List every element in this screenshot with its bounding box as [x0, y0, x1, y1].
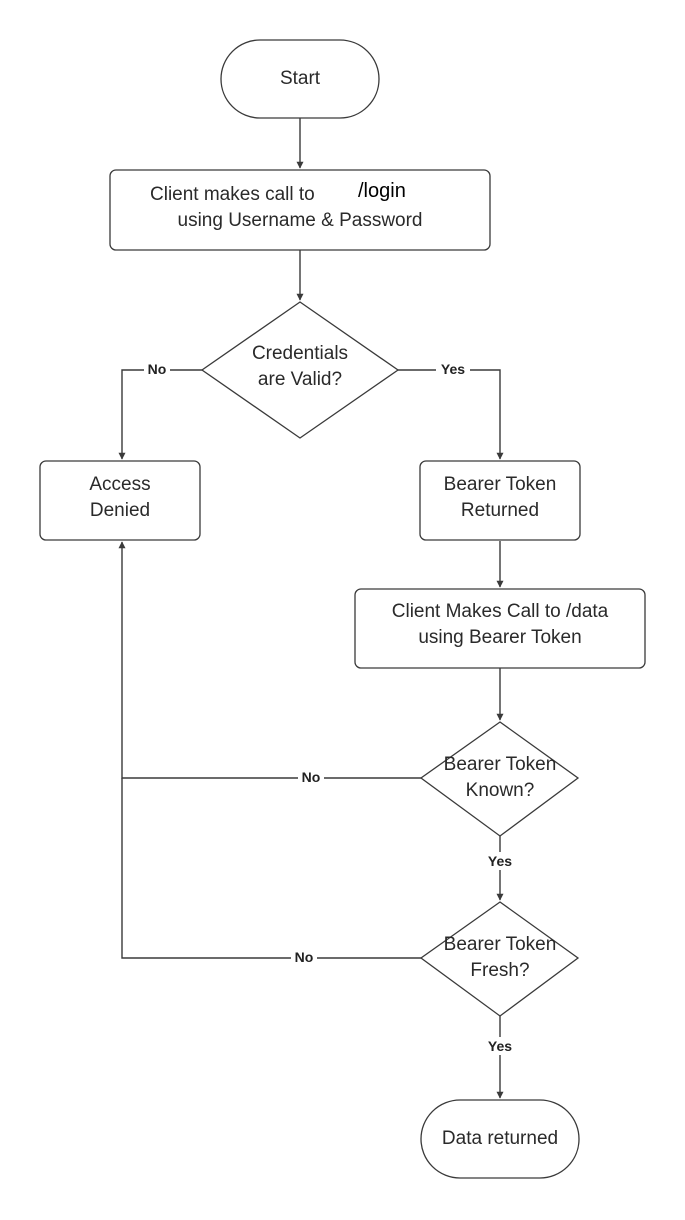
node-data-call: Client Makes Call to /data using Bearer …	[354, 588, 646, 669]
node-start-label: Start	[280, 68, 321, 89]
node-token-returned-line1: Bearer Token	[444, 474, 557, 495]
node-token-fresh: Bearer Token Fresh?	[419, 901, 580, 1017]
node-credentials-label-line2: are Valid?	[258, 369, 342, 390]
node-token-known-line2: Known?	[466, 780, 535, 801]
edge-token-fresh-yes: Yes	[483, 1016, 517, 1099]
edge-label-yes-known: Yes	[488, 853, 512, 869]
edge-credentials-yes: Yes	[398, 360, 504, 460]
node-token-returned: Bearer Token Returned	[419, 460, 581, 541]
node-data-returned: Data returned	[420, 1099, 580, 1179]
node-data-returned-label: Data returned	[442, 1128, 558, 1149]
node-token-known: Bearer Token Known?	[419, 721, 580, 837]
node-token-returned-line2: Returned	[461, 500, 539, 521]
edge-label-no-known: No	[302, 769, 321, 785]
node-login-label-line1: Client makes call to	[150, 184, 315, 205]
node-start: Start	[220, 39, 380, 119]
node-access-denied-line1: Access	[89, 474, 150, 495]
edge-label-yes-credentials: Yes	[441, 361, 465, 377]
node-login-path: /login	[358, 180, 406, 202]
edge-label-no-fresh: No	[295, 949, 314, 965]
node-token-fresh-line2: Fresh?	[470, 960, 529, 981]
node-credentials-check: Credentials are Valid?	[200, 301, 400, 439]
edge-token-known-yes: Yes	[483, 836, 517, 901]
edge-token-fresh-no: No	[121, 778, 421, 966]
edge-label-no-credentials: No	[148, 361, 167, 377]
node-credentials-label-line1: Credentials	[252, 343, 348, 364]
node-token-known-line1: Bearer Token	[444, 754, 557, 775]
node-access-denied: Access Denied	[39, 460, 201, 541]
edge-credentials-no: No	[118, 360, 202, 460]
node-login: Client makes call to /login using Userna…	[109, 169, 491, 251]
edge-label-yes-fresh: Yes	[488, 1038, 512, 1054]
node-access-denied-line2: Denied	[90, 500, 150, 521]
node-data-call-line2: using Bearer Token	[418, 627, 581, 648]
node-token-fresh-line1: Bearer Token	[444, 934, 557, 955]
node-login-label-line2: using Username & Password	[178, 210, 423, 231]
node-data-call-line1: Client Makes Call to /data	[392, 601, 609, 622]
